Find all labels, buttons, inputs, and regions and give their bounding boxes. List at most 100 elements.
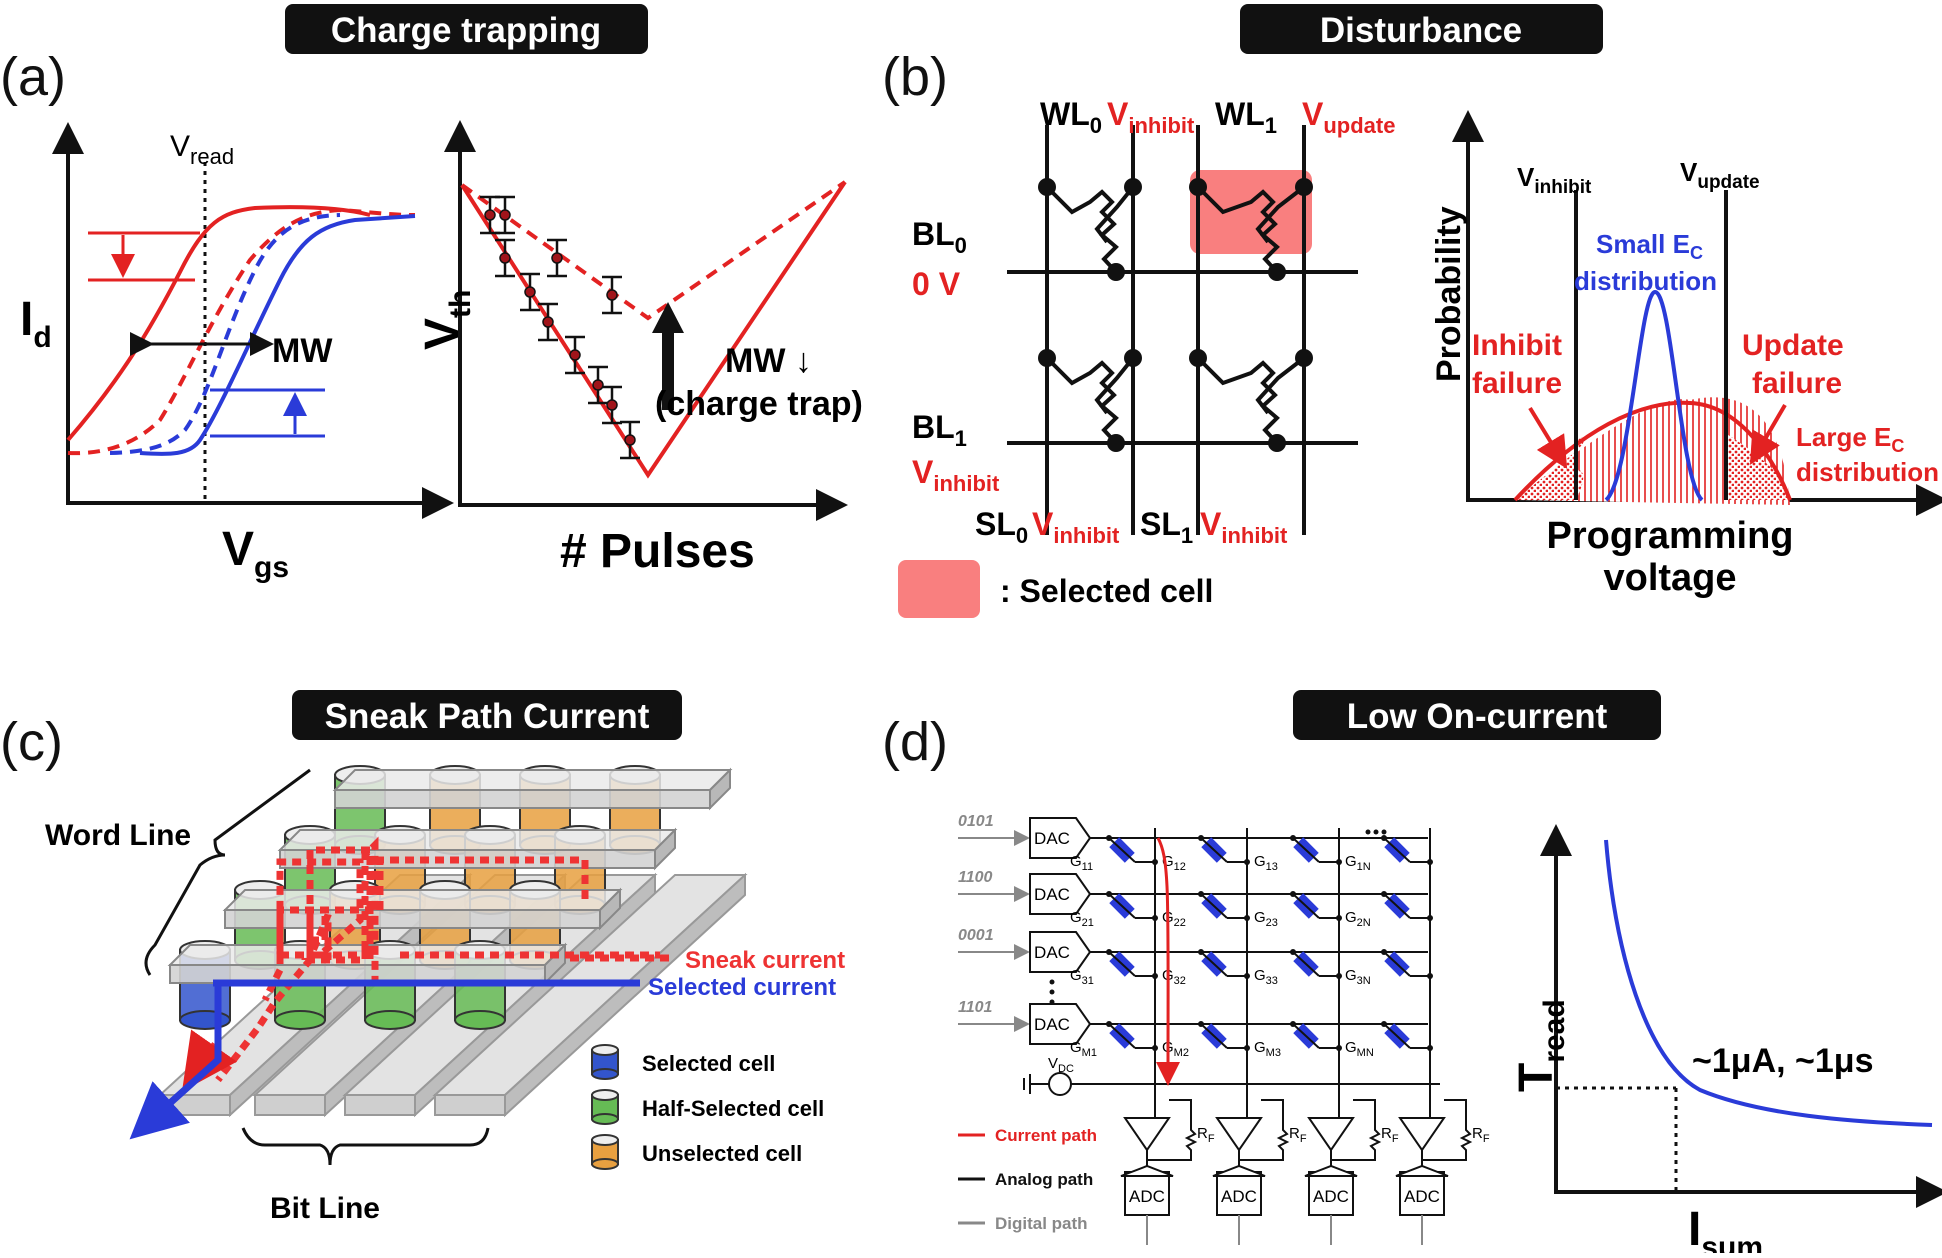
word-line-label: Word Line — [45, 819, 191, 852]
conductance-label: G32 — [1162, 967, 1186, 987]
memristor: G22 — [1162, 891, 1250, 929]
wl1-label: WL1 — [1215, 96, 1277, 138]
rf-label: RF — [1381, 1125, 1399, 1145]
memristor: G21 — [1070, 891, 1158, 929]
tread-curve — [1604, 839, 1933, 1127]
word-line-bar — [222, 887, 623, 931]
input-bits: 1100 — [958, 869, 993, 886]
large-ec-label-2: distribution — [1796, 457, 1939, 487]
vth-point — [602, 385, 622, 425]
dist-vupdate: Vupdate — [1680, 157, 1760, 193]
conductance-label: G11 — [1070, 853, 1093, 873]
memristor: GM3 — [1254, 1021, 1342, 1059]
vth-dashed-line — [460, 180, 847, 321]
memristor: G3N — [1345, 949, 1433, 987]
banner-d-text: Low On-current — [1347, 697, 1608, 736]
memristor: GM2 — [1162, 1021, 1250, 1059]
banner-disturbance: Disturbance — [1240, 4, 1603, 54]
memristor: G1N — [1345, 835, 1433, 873]
conductance-label: GM3 — [1254, 1039, 1281, 1059]
sl1-voltage: Vinhibit — [1200, 506, 1288, 548]
conductance-label: GM2 — [1162, 1039, 1189, 1059]
conductance-label: GM1 — [1070, 1039, 1097, 1059]
conductance-label: G31 — [1070, 967, 1094, 987]
dac-label: DAC — [1034, 829, 1070, 848]
tread-label: Tread — [1510, 999, 1571, 1092]
memristor: GM1 — [1070, 1021, 1158, 1059]
memristor: G23 — [1254, 891, 1342, 929]
vth-point — [495, 238, 515, 278]
panel-a-iv-plot: Id Vgs Vread MW — [20, 122, 454, 584]
conductance-label: G13 — [1254, 853, 1278, 873]
bl0-voltage: 0 V — [912, 266, 961, 302]
conductance-label: G1N — [1345, 853, 1371, 873]
banner-b-text: Disturbance — [1320, 11, 1522, 50]
current-path-arrow — [1156, 837, 1181, 1086]
banner-charge-trapping: Charge trapping — [285, 4, 648, 54]
panel-label-b: (b) — [882, 47, 948, 107]
banner-c-text: Sneak Path Current — [325, 697, 650, 736]
vth-point — [538, 302, 558, 342]
memristor: G13 — [1254, 835, 1342, 873]
legend-c-label: Unselected cell — [642, 1141, 802, 1166]
iv-red-dashed — [67, 207, 416, 456]
selected-cell-legend-text: : Selected cell — [1000, 573, 1213, 609]
memristor: G12 — [1162, 835, 1250, 873]
conductance-label: G21 — [1070, 909, 1094, 929]
crossbar-cell — [1038, 178, 1142, 281]
dist-vinhibit: Vinhibit — [1517, 162, 1592, 198]
selected-current-label: Selected current — [648, 974, 836, 1001]
banner-low-on-current: Low On-current — [1293, 690, 1661, 740]
rf-label: RF — [1472, 1125, 1490, 1145]
conductance-label: G3N — [1345, 967, 1371, 987]
panel-b-distribution-plot: Vinhibit Vupdate Probability Programming… — [1430, 110, 1942, 599]
legend-c-item: Selected cell — [591, 1044, 775, 1080]
dist-x-label-2: voltage — [1603, 557, 1736, 599]
vth-point — [588, 365, 608, 405]
charge-trap-label: (charge trap) — [655, 385, 863, 423]
legend-c-label: Selected cell — [642, 1051, 775, 1076]
vth-solid-line — [460, 180, 847, 479]
vread-label: Vread — [170, 130, 234, 169]
legend-d-item: Current path — [958, 1126, 1097, 1145]
panel-d-plot: Tread Isum ~1μA, ~1μs — [1510, 824, 1942, 1258]
vth-data-points — [480, 195, 640, 460]
word-line-bar — [332, 767, 733, 811]
large-ec-label: Large EC — [1796, 422, 1904, 456]
vth-point — [620, 420, 640, 460]
inhibit-failure-2: failure — [1472, 367, 1562, 400]
legend-c-item: Half-Selected cell — [591, 1089, 824, 1125]
isum-label: Isum — [1688, 1203, 1763, 1253]
vth-x-label: # Pulses — [560, 525, 755, 578]
dac-label: DAC — [1034, 885, 1070, 904]
wl1-voltage: Vupdate — [1302, 96, 1395, 138]
panel-c-3d-array: Sneak current Selected current Bit Line … — [45, 765, 845, 1225]
conductance-label: G12 — [1162, 853, 1186, 873]
legend-c-label: Half-Selected cell — [642, 1096, 824, 1121]
rf-label: RF — [1197, 1125, 1215, 1145]
sl0-label: SL0 — [975, 506, 1028, 548]
dac-label: DAC — [1034, 1015, 1070, 1034]
selected-cell-legend-swatch — [898, 560, 980, 618]
memristor: G2N — [1345, 891, 1433, 929]
plot-annotation: ~1μA, ~1μs — [1692, 1042, 1874, 1080]
panel-a-vth-plot: Vth # Pulses MW ↓ (charge trap) — [416, 120, 863, 578]
wl0-voltage: Vinhibit — [1107, 96, 1195, 138]
input-bits: 1101 — [958, 999, 993, 1016]
mw-down-label: MW ↓ — [725, 342, 812, 380]
vth-point — [495, 195, 515, 235]
update-failure-1: Update — [1742, 329, 1844, 362]
selected-cell-highlight — [1190, 170, 1312, 254]
bl0-label: BL0 — [912, 216, 967, 258]
vth-point — [565, 335, 585, 375]
legend-d-label: Analog path — [995, 1170, 1093, 1189]
crossbar-cell — [1038, 349, 1142, 452]
vth-point — [520, 272, 540, 312]
legend-d-item: Digital path — [958, 1214, 1088, 1233]
rf-label: RF — [1289, 1125, 1307, 1145]
crossbar-cells — [1038, 178, 1313, 452]
